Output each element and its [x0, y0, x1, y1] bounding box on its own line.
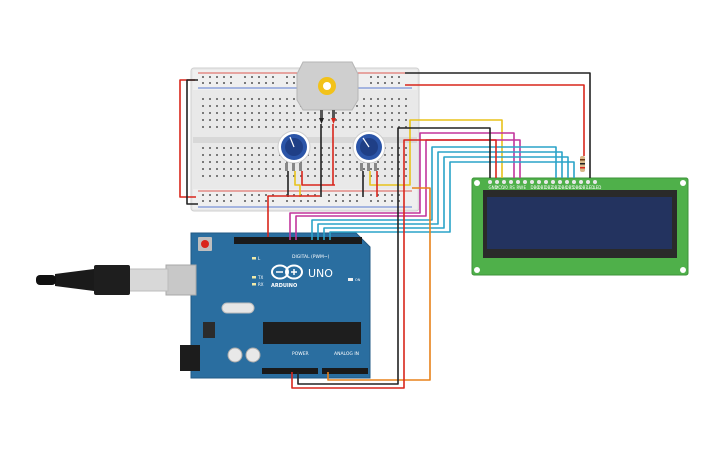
lcd-pin-15[interactable] — [593, 180, 597, 184]
arduino-logo-icon — [271, 264, 303, 280]
potentiometer-right[interactable] — [352, 130, 386, 171]
lcd-pin-2[interactable] — [502, 180, 506, 184]
brand-label: ARDUINO — [271, 283, 297, 289]
lcd-pin-label: DB2 — [545, 185, 554, 190]
lcd-pin-label: DB5 — [566, 185, 575, 190]
lcd-pin-0[interactable] — [488, 180, 492, 184]
lcd-pin-label: LED — [587, 185, 595, 190]
model-label: UNO — [308, 267, 333, 280]
lcd-screen — [487, 197, 672, 249]
lcd-pin-label: DB0 — [531, 185, 540, 190]
lcd-pin-6[interactable] — [530, 180, 534, 184]
resistor[interactable] — [580, 156, 585, 172]
lcd-pin-label: DB6 — [573, 185, 582, 190]
lcd-pin-12[interactable] — [572, 180, 576, 184]
svg-text:RX: RX — [258, 282, 264, 287]
lcd-pin-label: V0 — [503, 185, 509, 190]
analog-header[interactable] — [322, 368, 368, 374]
power-label: POWER — [292, 351, 309, 357]
lcd-pin-label: DB3 — [552, 185, 561, 190]
lcd-pin-label: DB7 — [580, 185, 589, 190]
crystal — [221, 302, 255, 314]
lcd-pin-3[interactable] — [509, 180, 513, 184]
arduino-uno[interactable]: DIGITAL (PWM~) UNO ARDUINO ON L TX RX — [180, 232, 371, 379]
lcd-pin-5[interactable] — [523, 180, 527, 184]
power-header[interactable] — [262, 368, 318, 374]
lcd-pin-13[interactable] — [579, 180, 583, 184]
svg-text:L: L — [258, 256, 261, 261]
lcd-pin-label: DB1 — [538, 185, 547, 190]
lcd-pin-label: RW — [517, 185, 524, 190]
lcd-pin-8[interactable] — [544, 180, 548, 184]
svg-text:TX: TX — [257, 275, 263, 280]
lcd-pin-11[interactable] — [565, 180, 569, 184]
wires[interactable] — [179, 72, 591, 389]
lcd-pin-label: RS — [510, 185, 516, 190]
lcd-pin-label: DB4 — [559, 185, 568, 190]
dc-jack[interactable] — [180, 345, 200, 371]
lcd-pin-4[interactable] — [516, 180, 520, 184]
lcd-pin-label: LED — [594, 185, 602, 190]
lcd-pin-7[interactable] — [537, 180, 541, 184]
lcd-pin-1[interactable] — [495, 180, 499, 184]
lcd-pin-14[interactable] — [586, 180, 590, 184]
on-label: ON — [355, 278, 361, 282]
dc-motor[interactable] — [296, 61, 359, 124]
digital-label: DIGITAL (PWM~) — [292, 254, 330, 260]
digital-header[interactable] — [234, 237, 362, 244]
lcd-pin-label: E — [524, 185, 527, 190]
lcd-pin-label: VCC — [496, 185, 505, 190]
usb-cable[interactable] — [36, 264, 197, 296]
lcd-pin-9[interactable] — [551, 180, 555, 184]
status-leds: L TX RX — [252, 256, 264, 287]
lcd-pin-10[interactable] — [558, 180, 562, 184]
analog-label: ANALOG IN — [334, 351, 359, 357]
lcd-pin-label: GND — [489, 185, 498, 190]
atmega-chip — [263, 322, 361, 344]
potentiometer-left[interactable] — [277, 130, 311, 171]
